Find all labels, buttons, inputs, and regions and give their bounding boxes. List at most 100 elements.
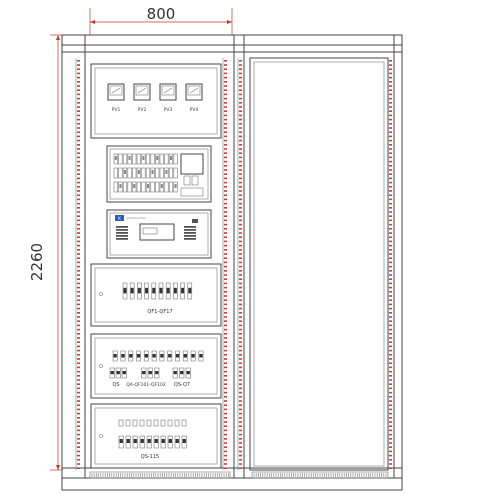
rail-hole (224, 106, 227, 108)
rail-hole (239, 383, 242, 385)
terminal (168, 167, 174, 179)
rail-hole (239, 110, 242, 112)
terminal (113, 153, 118, 165)
rail-hole (389, 316, 392, 318)
rail-hole (239, 379, 242, 381)
rail-hole (239, 85, 242, 87)
cabinet-frame (61, 34, 403, 491)
meter-4 (185, 83, 203, 101)
breaker-toggle (161, 439, 165, 443)
dist-module (180, 153, 204, 175)
rail-hole (224, 68, 227, 70)
breaker (173, 282, 178, 300)
rail-hole (77, 89, 80, 91)
rail-hole (77, 72, 80, 75)
rail-hole (77, 81, 80, 83)
rail-hole (77, 446, 80, 448)
rail-hole (224, 186, 227, 188)
terminal-mark (128, 156, 131, 160)
rail-hole (224, 244, 227, 247)
rail-hole (224, 391, 227, 394)
rail-hole (239, 429, 242, 432)
terminal (113, 181, 118, 193)
controller-key (116, 229, 128, 231)
breaker-top (153, 419, 159, 427)
rail-hole (224, 72, 227, 75)
rail-hole (224, 408, 227, 411)
dist-switch (191, 175, 199, 186)
rail-hole (77, 223, 80, 226)
rail-hole (239, 282, 242, 285)
rail-hole (224, 190, 227, 192)
rail-hole (239, 391, 242, 394)
rail-hole (239, 190, 242, 192)
breaker-toggle (137, 287, 141, 294)
breaker-top (118, 419, 124, 427)
terminal-mark (142, 156, 145, 160)
breaker (154, 367, 160, 379)
rail-hole (239, 345, 242, 348)
rail-hole (239, 408, 242, 411)
rail-hole (77, 265, 80, 268)
breaker-toggle (122, 371, 126, 375)
terminal (127, 153, 132, 165)
rail-hole (239, 261, 242, 264)
rail-hole (224, 303, 227, 306)
brand-logo-icon (115, 215, 124, 221)
rail-hole (224, 282, 227, 285)
rail-hole (77, 135, 80, 138)
rail-hole (224, 165, 227, 167)
rail-hole (77, 232, 80, 234)
rail-hole (389, 425, 392, 427)
rail-hole (224, 295, 227, 297)
rail-hole (239, 396, 242, 398)
rail-hole (239, 278, 242, 280)
rail-hole (77, 177, 80, 180)
controller-key (116, 235, 128, 237)
rail-hole (224, 446, 227, 448)
rail-hole (389, 244, 392, 247)
rail-hole (224, 85, 227, 87)
rail-hole (224, 425, 227, 427)
rail-hole (239, 194, 242, 196)
rail-hole (77, 85, 80, 87)
rail-hole (224, 396, 227, 398)
breaker (174, 435, 180, 449)
rail-hole (224, 169, 227, 171)
rail-hole (389, 333, 392, 335)
rail-hole (389, 148, 392, 150)
terminal (113, 167, 118, 179)
rail-hole (77, 253, 80, 255)
rail-hole (389, 198, 392, 201)
rail-hole (77, 370, 80, 373)
terminal (155, 153, 160, 165)
meter-face (161, 85, 175, 96)
breaker-top (181, 419, 187, 427)
rail-hole (239, 186, 242, 188)
breaker (159, 350, 165, 362)
rail-hole (389, 282, 392, 285)
rail-hole (389, 177, 392, 180)
meter-1 (107, 83, 125, 101)
breaker-toggle (188, 287, 192, 294)
rail-hole (389, 349, 392, 352)
rail-hole (224, 181, 227, 184)
breaker (143, 350, 149, 362)
rail-hole (224, 333, 227, 335)
breaker-toggle (133, 439, 137, 443)
breaker (160, 435, 166, 449)
terminal (159, 181, 164, 193)
breaker-toggle (159, 287, 163, 294)
rail-hole (389, 202, 392, 205)
rail-hole (224, 177, 227, 180)
terminal (136, 153, 141, 165)
rail-hole (389, 186, 392, 188)
rail-hole (389, 215, 392, 217)
right-cabinet (249, 57, 389, 471)
rail-hole (224, 341, 227, 343)
rail-hole (77, 320, 80, 322)
rail-hole (239, 93, 242, 96)
terminal (122, 181, 128, 193)
rail-hole (389, 442, 392, 444)
